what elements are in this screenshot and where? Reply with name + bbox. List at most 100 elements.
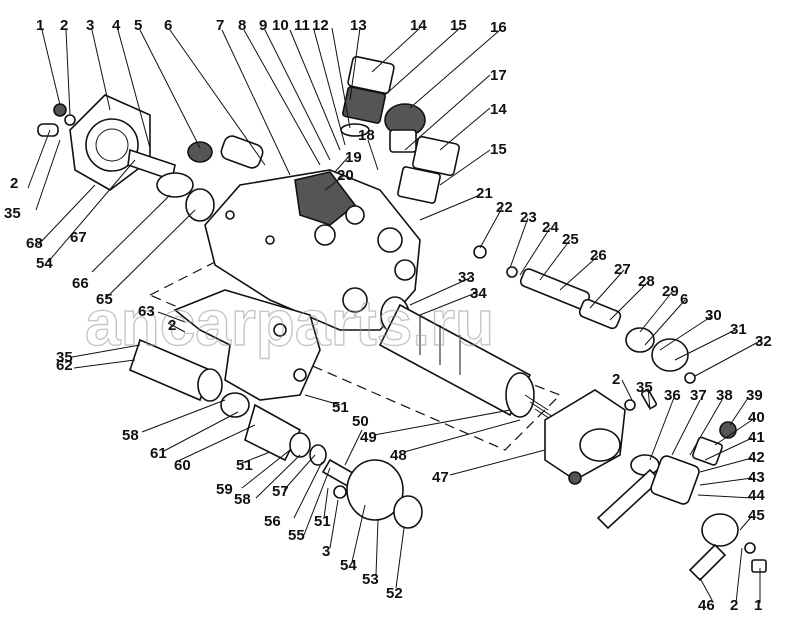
part-label: 49	[360, 429, 377, 446]
part-label: 38	[716, 387, 733, 404]
part-label: 2	[168, 317, 176, 334]
part-label: 48	[390, 447, 407, 464]
top-fitting-14b	[397, 135, 460, 204]
part-label: 8	[238, 17, 246, 34]
part-label: 51	[332, 399, 349, 416]
part-label: 2	[612, 371, 620, 388]
part-label: 34	[470, 285, 487, 302]
part-label: 18	[358, 127, 375, 144]
right-spool-stack	[473, 245, 696, 384]
part-label: 3	[86, 17, 94, 34]
part-label: 39	[746, 387, 763, 404]
part-label: 11	[294, 17, 310, 34]
part-label: 35	[4, 205, 21, 222]
part-label: 31	[730, 321, 747, 338]
part-label: 43	[748, 469, 765, 486]
part-label: 7	[216, 17, 224, 34]
part-label: 14	[490, 101, 507, 118]
part-label: 5	[134, 17, 142, 34]
watermark-text: ancarparts.ru	[85, 287, 494, 359]
lower-bracket	[173, 289, 321, 401]
part-label: 2	[10, 175, 18, 192]
part-label: 32	[755, 333, 772, 350]
left-cover-plate	[69, 94, 176, 191]
part-label: 58	[234, 491, 251, 508]
part-label: 45	[748, 507, 765, 524]
part-label: 61	[150, 445, 167, 462]
part-label: 55	[288, 527, 305, 544]
part-label: 67	[70, 229, 87, 246]
part-label: 40	[748, 409, 765, 426]
part-label: 46	[698, 597, 715, 614]
part-label: 42	[748, 449, 765, 466]
part-label: 19	[345, 149, 362, 166]
part-label: 29	[662, 283, 679, 300]
dashed-assembly-outline	[148, 261, 562, 451]
part-label: 28	[638, 273, 655, 290]
part-label: 1	[36, 17, 44, 34]
part-label: 59	[216, 481, 233, 498]
part-label: 51	[236, 457, 253, 474]
part-label: 2	[60, 17, 68, 34]
part-label: 9	[259, 17, 267, 34]
lever-assembly	[596, 421, 767, 582]
part-label: 21	[476, 185, 493, 202]
part-label: 52	[386, 585, 403, 602]
part-label: 6	[164, 17, 172, 34]
part-label: 15	[450, 17, 467, 34]
lower-cylinder-62	[129, 338, 223, 402]
part-label: 54	[36, 255, 53, 272]
part-label: 24	[542, 219, 559, 236]
leader-lines	[27, 27, 763, 604]
part-label: 1	[754, 597, 762, 614]
sleeves-4-5	[187, 135, 264, 169]
part-label: 30	[705, 307, 722, 324]
part-label: 62	[56, 357, 73, 374]
part-label: 23	[520, 209, 537, 226]
part-label: 37	[690, 387, 707, 404]
part-label: 16	[490, 19, 507, 36]
part-label: 15	[490, 141, 507, 158]
part-labels: 1 2 3 4 5 6 7 8 9 10 11 12 13 14 15 16 1…	[4, 17, 772, 614]
part-label: 65	[96, 291, 113, 308]
part-label: 17	[490, 67, 507, 84]
part-label: 53	[362, 571, 379, 588]
rings-65-66	[156, 172, 215, 222]
part-label: 56	[264, 513, 281, 530]
part-label: 33	[458, 269, 475, 286]
part-label: 35	[636, 379, 653, 396]
part-label: 36	[664, 387, 681, 404]
large-cylinder	[378, 296, 559, 425]
part-label: 27	[614, 261, 631, 278]
part-label: 6	[680, 291, 688, 308]
part-label: 44	[748, 487, 765, 504]
part-label: 25	[562, 231, 579, 248]
part-label: 50	[352, 413, 369, 430]
part-label: 20	[337, 167, 354, 184]
part-label: 63	[138, 303, 155, 320]
part-label: 60	[174, 457, 191, 474]
part-label: 3	[322, 543, 330, 560]
top-fitting-14	[340, 55, 395, 137]
part-label: 10	[272, 17, 289, 34]
rear-cover-47	[544, 389, 658, 485]
main-housing	[204, 169, 421, 331]
part-label: 68	[26, 235, 43, 252]
part-label: 35	[56, 349, 73, 366]
part-label: 57	[272, 483, 289, 500]
part-label: 14	[410, 17, 427, 34]
part-label: 4	[112, 17, 121, 34]
part-label: 47	[432, 469, 449, 486]
top-fitting-16	[384, 103, 426, 153]
part-label: 26	[590, 247, 607, 264]
part-label: 13	[350, 17, 367, 34]
lower-shaft-parts	[220, 392, 423, 529]
part-label: 51	[314, 513, 331, 530]
part-label: 2	[730, 597, 738, 614]
part-label: 58	[122, 427, 139, 444]
part-label: 54	[340, 557, 357, 574]
part-label: 66	[72, 275, 89, 292]
part-label: 41	[748, 429, 765, 446]
part-label: 22	[496, 199, 513, 216]
